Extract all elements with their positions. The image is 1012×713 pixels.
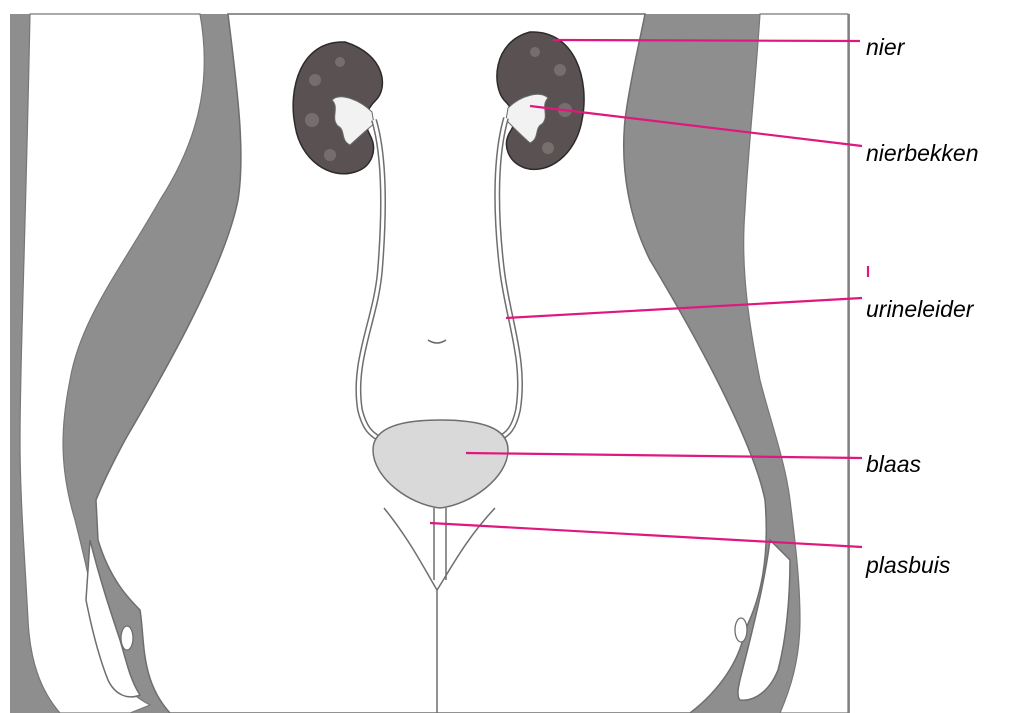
label-renal-pelvis: nierbekken bbox=[866, 142, 979, 165]
label-urethra: plasbuis bbox=[866, 554, 950, 577]
label-ureter: urineleider bbox=[866, 298, 973, 321]
right-thumb bbox=[735, 618, 747, 642]
leader-line-nier bbox=[553, 40, 860, 41]
label-bladder: blaas bbox=[866, 453, 921, 476]
left-thumb bbox=[121, 626, 133, 650]
label-kidney: nier bbox=[866, 36, 904, 59]
